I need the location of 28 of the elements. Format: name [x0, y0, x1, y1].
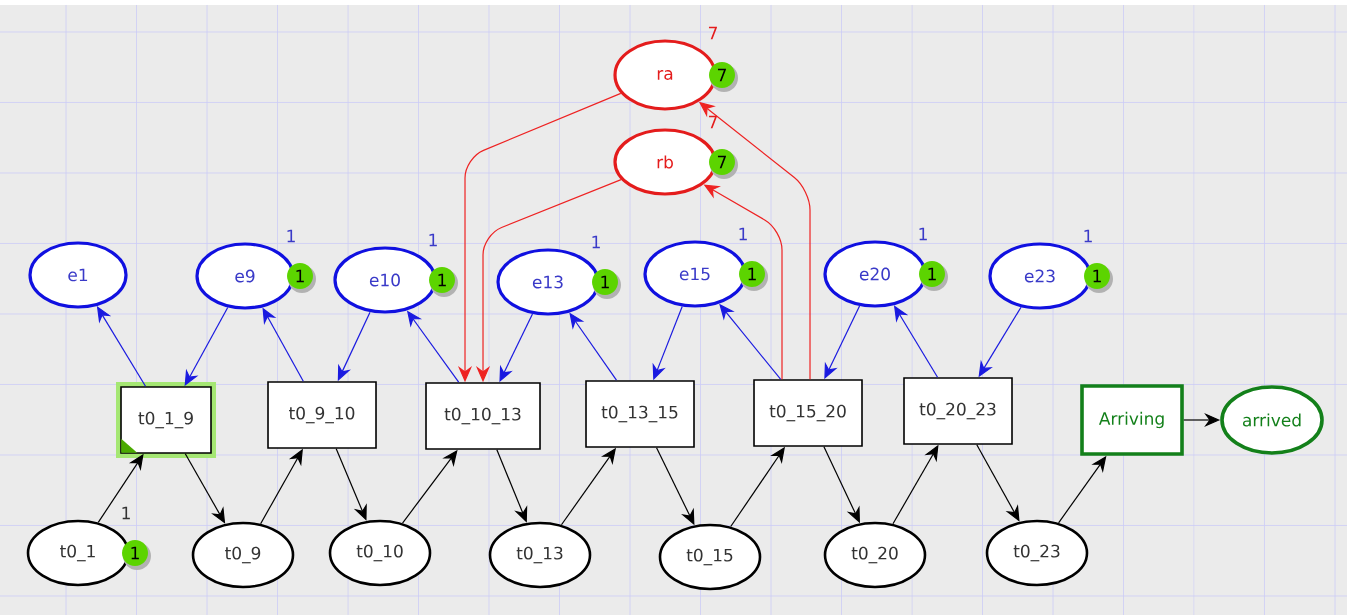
transition-box: t0_1_9 — [116, 382, 216, 458]
capacity-label: 7 — [709, 26, 717, 40]
transition-box: Arriving — [1080, 384, 1184, 456]
capacity-label: 1 — [919, 227, 927, 241]
capacity-label: 1 — [287, 229, 295, 243]
capacity-label: 1 — [429, 233, 437, 247]
token-count: 1 — [739, 261, 768, 291]
token-count: 1 — [429, 267, 458, 297]
capacity-label: 1 — [122, 506, 130, 520]
transition-box: t0_15_20 — [753, 379, 863, 447]
capacity-label: 1 — [592, 235, 600, 249]
token-count: 1 — [1084, 263, 1113, 293]
transition-box: t0_20_23 — [903, 377, 1013, 445]
token-count: 7 — [709, 149, 738, 179]
arrow — [184, 453, 226, 524]
transition-box: t0_10_13 — [425, 382, 541, 450]
transition-box: t0_13_15 — [585, 380, 695, 448]
token-count: 7 — [709, 62, 738, 92]
arrow — [496, 449, 528, 523]
capacity-label: 7 — [709, 115, 717, 129]
token-count: 1 — [919, 261, 948, 291]
arrow — [335, 448, 367, 521]
token-count: 1 — [122, 540, 151, 570]
transition-box: t0_9_10 — [267, 381, 377, 449]
capacity-label: 1 — [739, 227, 747, 241]
capacity-label: 1 — [1084, 229, 1092, 243]
token-count: 1 — [287, 263, 316, 293]
token-count: 1 — [592, 269, 621, 299]
